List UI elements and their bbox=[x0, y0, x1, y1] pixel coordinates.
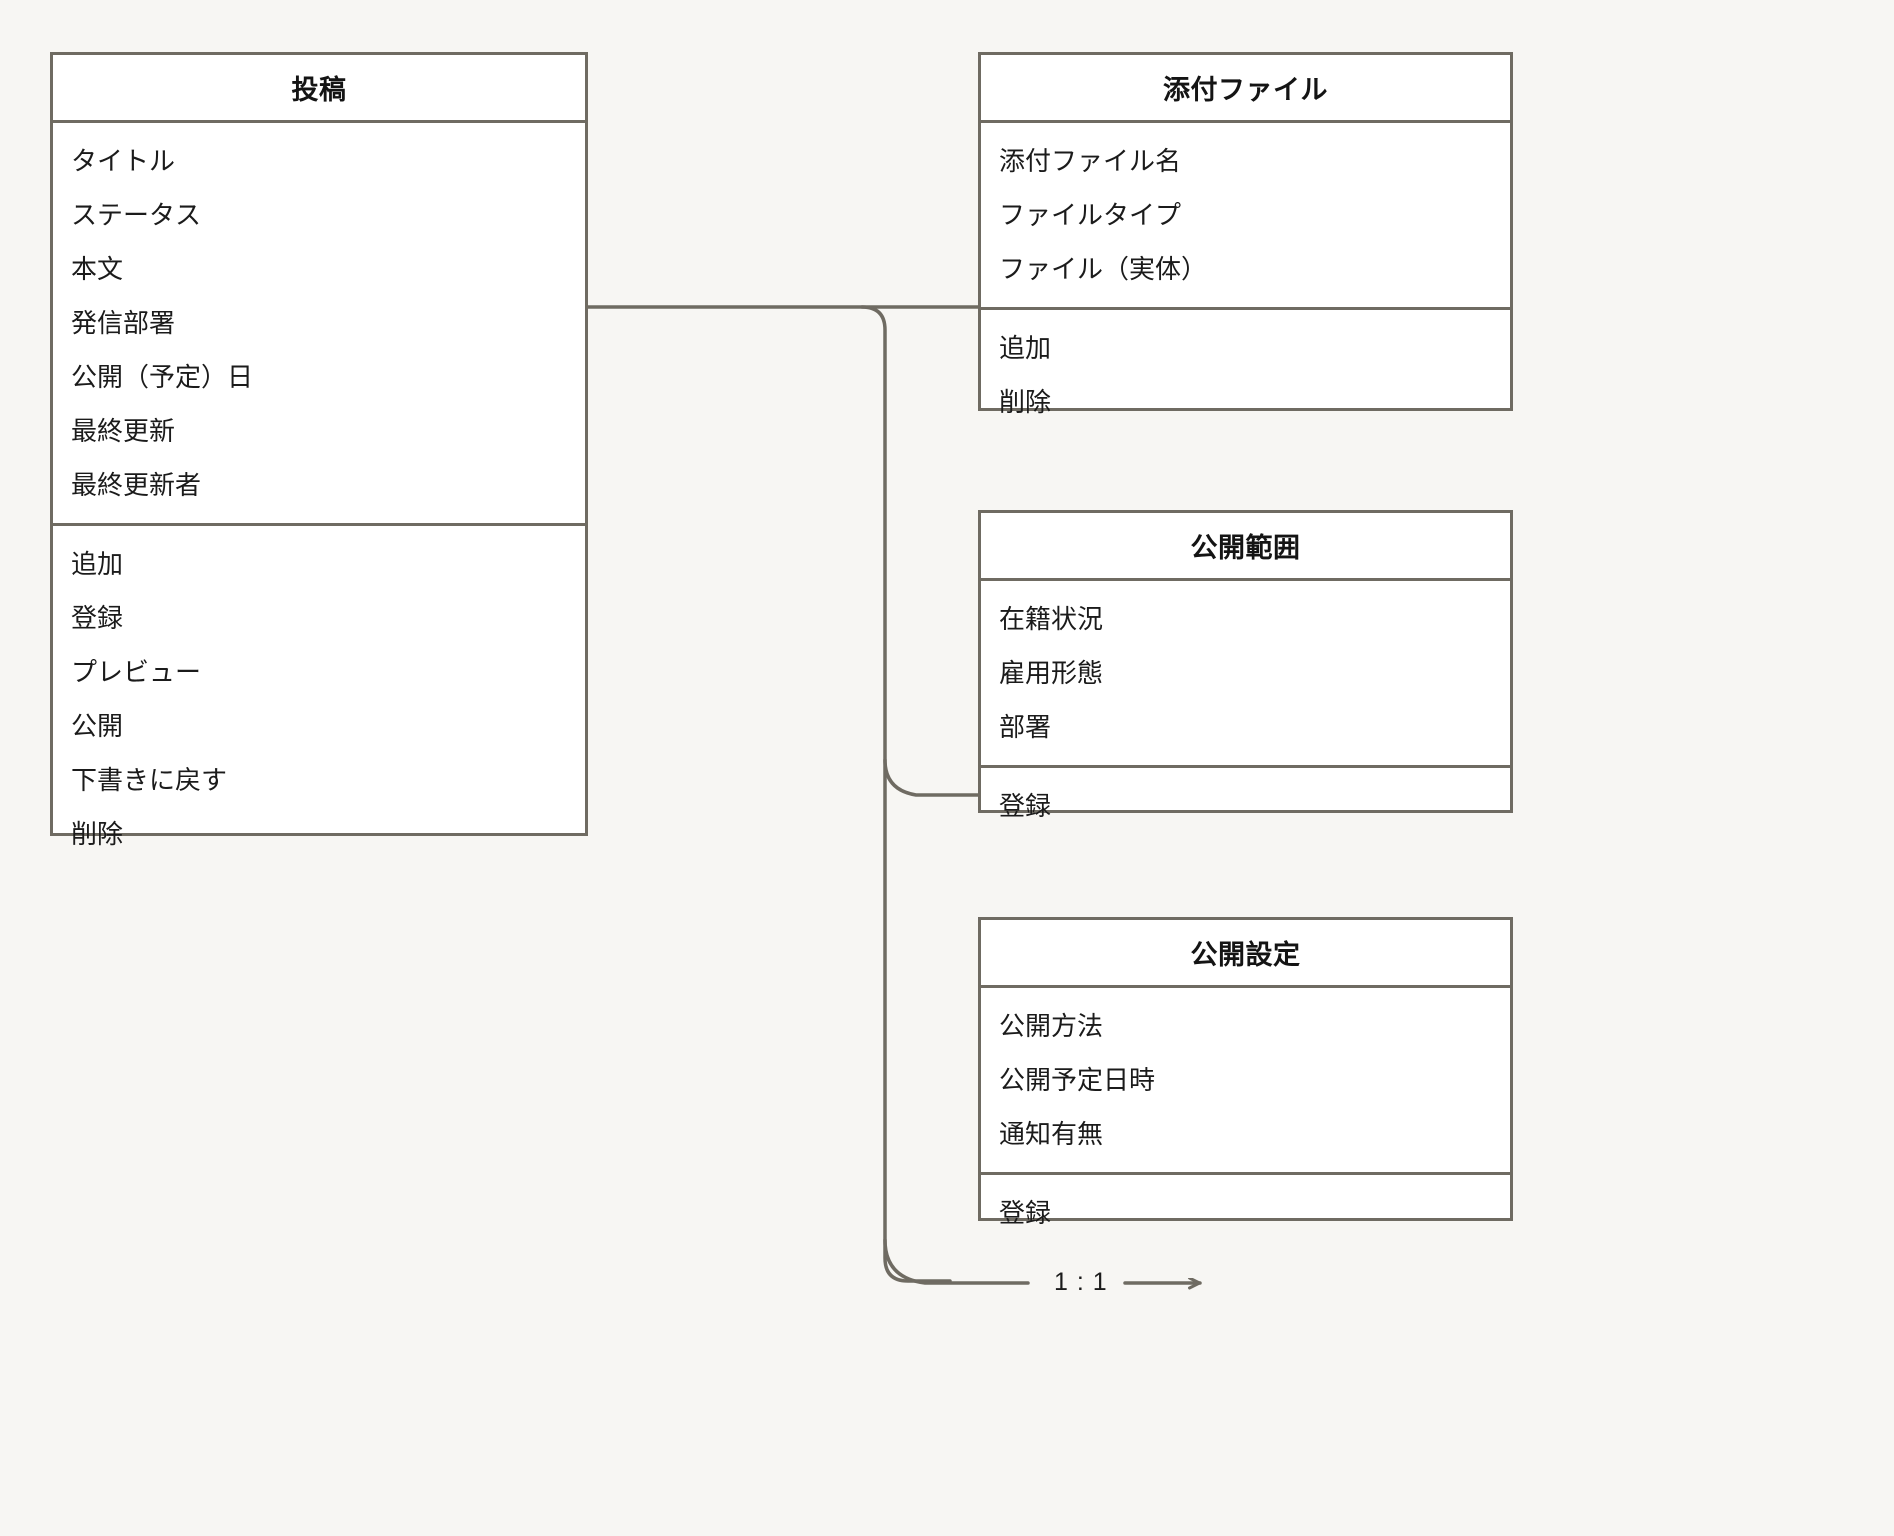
attribute-row: 在籍状況 bbox=[999, 604, 1104, 634]
attributes-compartment-publish-settings: 公開方法 公開予定日時 通知有無 bbox=[981, 988, 1510, 1172]
operation-row: 登録 bbox=[71, 603, 124, 633]
attribute-row: 雇用形態 bbox=[999, 658, 1104, 688]
operations-compartment-attachment: 追加 削除 bbox=[981, 307, 1510, 440]
class-box-scope[interactable]: 公開範囲 在籍状況 雇用形態 部署 登録 bbox=[978, 510, 1513, 819]
attribute-row: ステータス bbox=[71, 200, 202, 230]
attributes-compartment-post: タイトル ステータス 本文 発信部署 公開（予定）日 最終更新 最終更新者 bbox=[53, 123, 585, 523]
operation-row: 登録 bbox=[999, 1198, 1052, 1228]
attribute-row: ファイル（実体） bbox=[999, 254, 1208, 284]
class-box-attachment[interactable]: 添付ファイル 添付ファイル名 ファイルタイプ ファイル（実体） 追加 削除 bbox=[978, 52, 1513, 415]
attribute-row: 最終更新 bbox=[71, 416, 176, 446]
operation-row: 追加 bbox=[999, 333, 1052, 363]
attribute-row: 添付ファイル名 bbox=[999, 146, 1182, 176]
attribute-row: 最終更新者 bbox=[71, 470, 202, 500]
operation-row: 削除 bbox=[71, 819, 124, 849]
operation-row: 下書きに戻す bbox=[71, 765, 228, 795]
attribute-row: 本文 bbox=[71, 254, 124, 284]
attribute-row: タイトル bbox=[71, 146, 176, 176]
connector-trunk bbox=[586, 305, 952, 1283]
class-box-publish-settings[interactable]: 公開設定 公開方法 公開予定日時 通知有無 登録 bbox=[978, 917, 1513, 1226]
attribute-row: 発信部署 bbox=[71, 308, 176, 338]
class-box-post[interactable]: 投稿 タイトル ステータス 本文 発信部署 公開（予定）日 最終更新 最終更新者… bbox=[50, 52, 588, 847]
operation-row: 登録 bbox=[999, 791, 1052, 821]
operations-compartment-post: 追加 登録 プレビュー 公開 下書きに戻す 削除 bbox=[53, 523, 585, 872]
attribute-row: 通知有無 bbox=[999, 1119, 1104, 1149]
attributes-compartment-scope: 在籍状況 雇用形態 部署 bbox=[981, 581, 1510, 765]
class-title-attachment: 添付ファイル bbox=[981, 55, 1510, 123]
attribute-row: 部署 bbox=[999, 712, 1052, 742]
class-title-scope: 公開範囲 bbox=[981, 513, 1510, 581]
operations-compartment-scope: 登録 bbox=[981, 765, 1510, 844]
attributes-compartment-attachment: 添付ファイル名 ファイルタイプ ファイル（実体） bbox=[981, 123, 1510, 307]
relationship-label-publish-settings: 1 : 1 bbox=[1054, 1268, 1108, 1296]
attribute-row: ファイルタイプ bbox=[999, 200, 1182, 230]
operations-compartment-publish-settings: 登録 bbox=[981, 1172, 1510, 1251]
class-title-post: 投稿 bbox=[53, 55, 585, 123]
operation-row: 削除 bbox=[999, 387, 1052, 417]
operation-row: プレビュー bbox=[71, 657, 202, 687]
attribute-row: 公開（予定）日 bbox=[71, 362, 254, 392]
attribute-row: 公開予定日時 bbox=[999, 1065, 1156, 1095]
operation-row: 公開 bbox=[71, 711, 124, 741]
operation-row: 追加 bbox=[71, 549, 124, 579]
class-title-publish-settings: 公開設定 bbox=[981, 920, 1510, 988]
attribute-row: 公開方法 bbox=[999, 1011, 1104, 1041]
